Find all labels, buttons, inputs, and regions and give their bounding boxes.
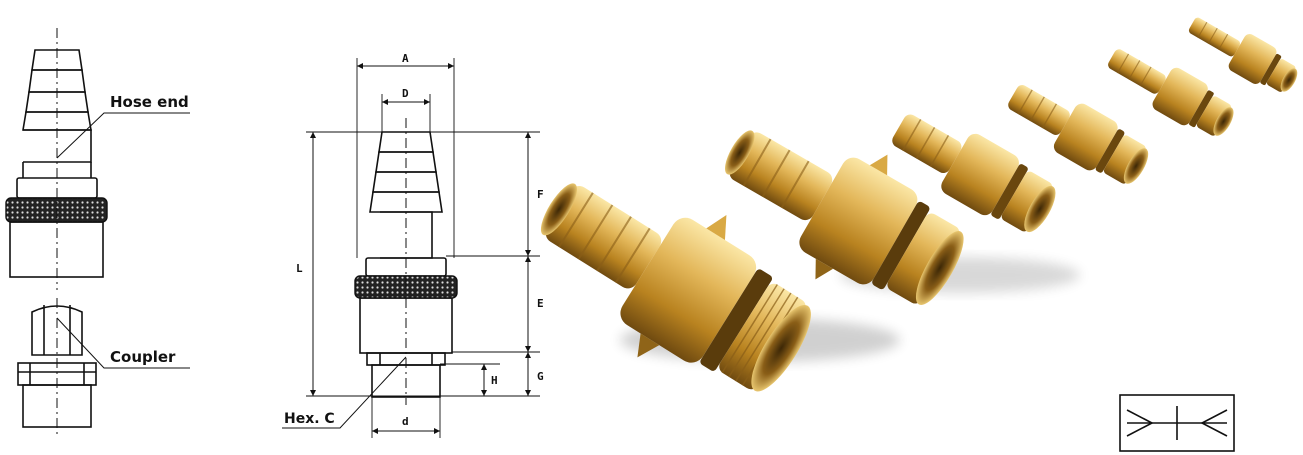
extension-lines [306,58,540,438]
coupler-leader [56,317,190,369]
dim-l-label: L [296,262,303,275]
brass-fitting-6 [1188,17,1298,92]
dim-h-label: H [491,374,498,387]
brass-fitting-5 [1108,49,1234,136]
brass-fitting-1 [540,183,811,392]
coupler-label: Coupler [110,348,176,366]
dim-small-d-label: d [402,415,409,428]
quick-coupling-symbol-icon [1119,394,1235,452]
product-photo [540,17,1298,392]
dim-f-label: F [537,188,544,201]
brass-fitting-4 [1008,85,1149,184]
hex-label: Hex. C [284,411,335,427]
dim-d-label: D [402,87,409,100]
hose-end-leader [56,112,190,159]
brass-fitting-2 [724,130,964,305]
hex-leader [282,356,407,429]
dimension-lines [310,63,531,434]
dim-g-label: G [537,370,544,383]
brass-fitting-3 [892,114,1056,233]
dim-a-label: A [402,52,409,65]
dim-e-label: E [537,297,544,310]
hose-end-label: Hose end [110,93,189,111]
